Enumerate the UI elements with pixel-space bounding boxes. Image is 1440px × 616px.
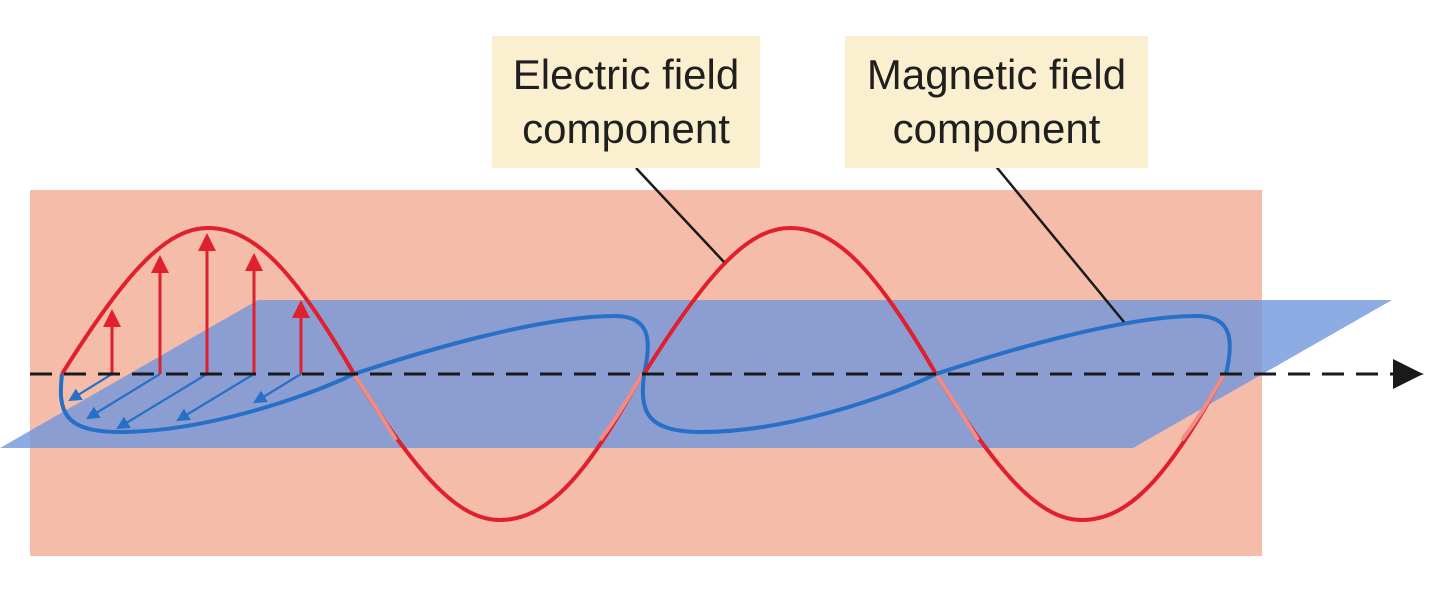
electric-field-label: Electric field component	[492, 36, 760, 168]
magnetic-wave	[58, 313, 1232, 435]
electric-label-line2: component	[522, 105, 730, 152]
magnetic-field-vectors	[68, 373, 302, 430]
electric-wave-lower	[352, 372, 1226, 523]
electric-wave-upper	[60, 225, 938, 376]
arrow-right-icon	[1396, 364, 1424, 384]
electric-field-vectors	[103, 233, 310, 374]
magnetic-label-line2: component	[892, 105, 1101, 152]
magnetic-field-label: Magnetic field component	[845, 36, 1148, 168]
electric-label-line1: Electric field	[512, 51, 740, 98]
magnetic-leader-line	[993, 163, 1125, 323]
magnetic-label-line1: Magnetic field	[866, 51, 1127, 98]
electric-leader-line	[635, 167, 725, 263]
